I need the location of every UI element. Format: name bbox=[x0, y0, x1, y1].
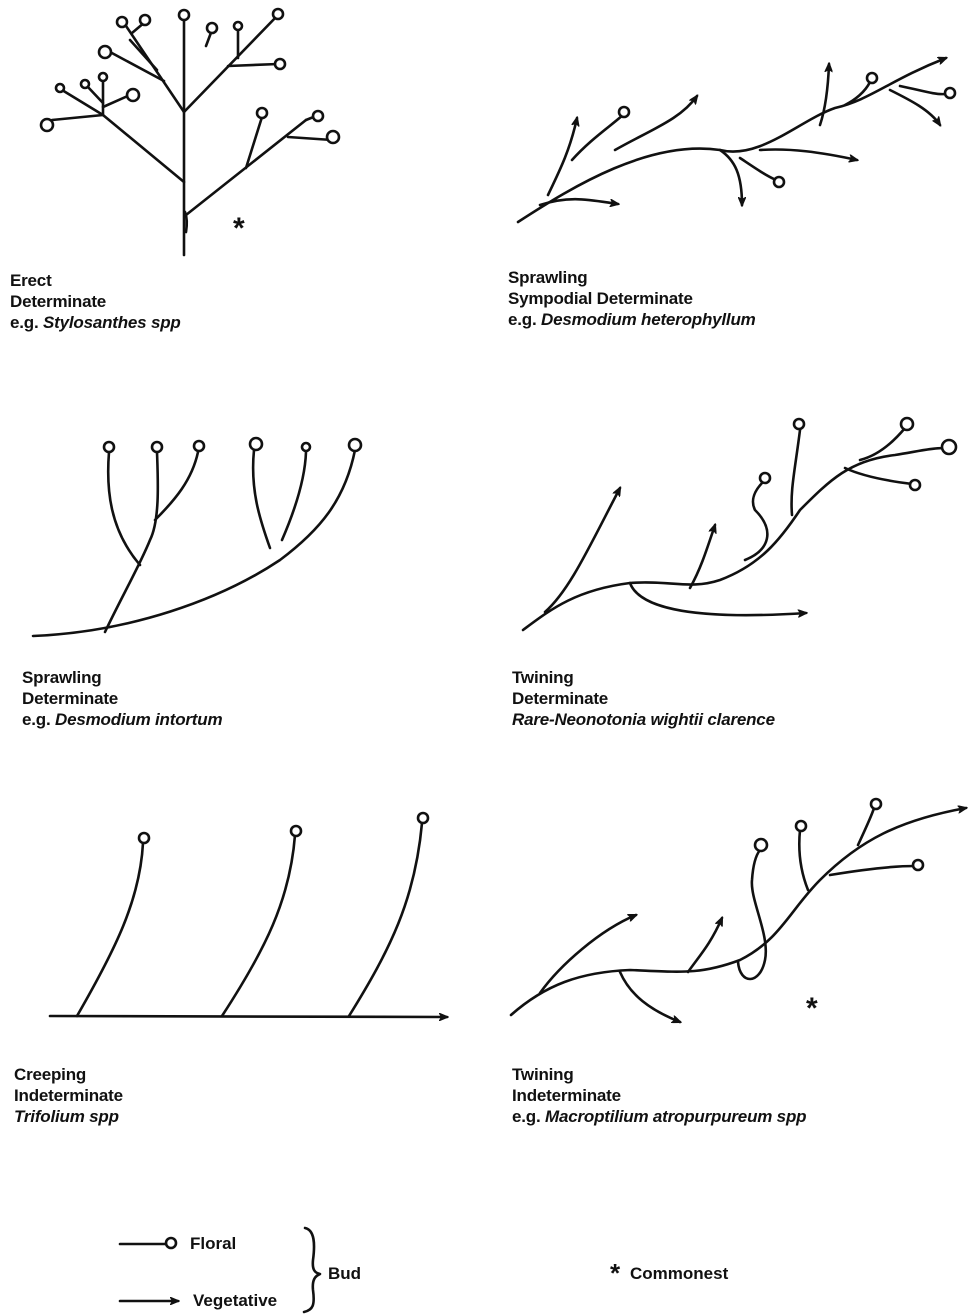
caption-prefix: e.g. bbox=[512, 1107, 545, 1126]
legend-floral-label: Floral bbox=[190, 1234, 236, 1254]
sprawling-determinate-drawing bbox=[33, 438, 361, 636]
caption-type: Indeterminate bbox=[14, 1085, 123, 1106]
caption-prefix: e.g. bbox=[508, 310, 541, 329]
caption-habit: Twining bbox=[512, 667, 775, 688]
legend-floral-symbol bbox=[120, 1238, 176, 1248]
caption-type: Determinate bbox=[512, 688, 775, 709]
caption-type: Determinate bbox=[10, 291, 181, 312]
caption-example: Rare-Neonotonia wightii clarence bbox=[512, 710, 775, 729]
caption-erect-determinate: Erect Determinate e.g. Stylosanthes spp bbox=[10, 270, 181, 333]
caption-example: Trifolium spp bbox=[14, 1107, 119, 1126]
caption-habit: Sprawling bbox=[508, 267, 756, 288]
legend-commonest-label: Commonest bbox=[630, 1264, 728, 1284]
legend-vegetative-label: Vegetative bbox=[193, 1291, 277, 1311]
caption-twining-determinate: Twining Determinate Rare-Neonotonia wigh… bbox=[512, 667, 775, 730]
caption-habit: Sprawling bbox=[22, 667, 222, 688]
caption-sprawling-sympodial: Sprawling Sympodial Determinate e.g. Des… bbox=[508, 267, 756, 330]
caption-habit: Erect bbox=[10, 270, 181, 291]
caption-example: Desmodium heterophyllum bbox=[541, 310, 756, 329]
caption-type: Indeterminate bbox=[512, 1085, 806, 1106]
caption-example: Macroptilium atropurpureum spp bbox=[545, 1107, 806, 1126]
twining-determinate-drawing bbox=[523, 418, 956, 630]
legend-bud-brace bbox=[304, 1228, 320, 1312]
creeping-indeterminate-drawing bbox=[50, 813, 447, 1017]
legend-bud-label: Bud bbox=[328, 1264, 361, 1284]
caption-prefix: e.g. bbox=[10, 313, 43, 332]
caption-type: Determinate bbox=[22, 688, 222, 709]
caption-example: Desmodium intortum bbox=[55, 710, 222, 729]
caption-habit: Creeping bbox=[14, 1064, 123, 1085]
commonest-marker: * bbox=[233, 214, 245, 244]
twining-indeterminate-drawing bbox=[511, 799, 966, 1022]
legend-star-symbol: * bbox=[610, 1262, 620, 1284]
caption-example: Stylosanthes spp bbox=[43, 313, 181, 332]
caption-type: Sympodial Determinate bbox=[508, 288, 756, 309]
sprawling-sympodial-drawing bbox=[518, 58, 955, 222]
erect-determinate-drawing bbox=[41, 9, 339, 255]
commonest-marker: * bbox=[806, 994, 818, 1024]
caption-habit: Twining bbox=[512, 1064, 806, 1085]
caption-twining-indeterminate: Twining Indeterminate e.g. Macroptilium … bbox=[512, 1064, 806, 1127]
caption-creeping-indeterminate: Creeping Indeterminate Trifolium spp bbox=[14, 1064, 123, 1127]
caption-sprawling-determinate: Sprawling Determinate e.g. Desmodium int… bbox=[22, 667, 222, 730]
caption-prefix: e.g. bbox=[22, 710, 55, 729]
